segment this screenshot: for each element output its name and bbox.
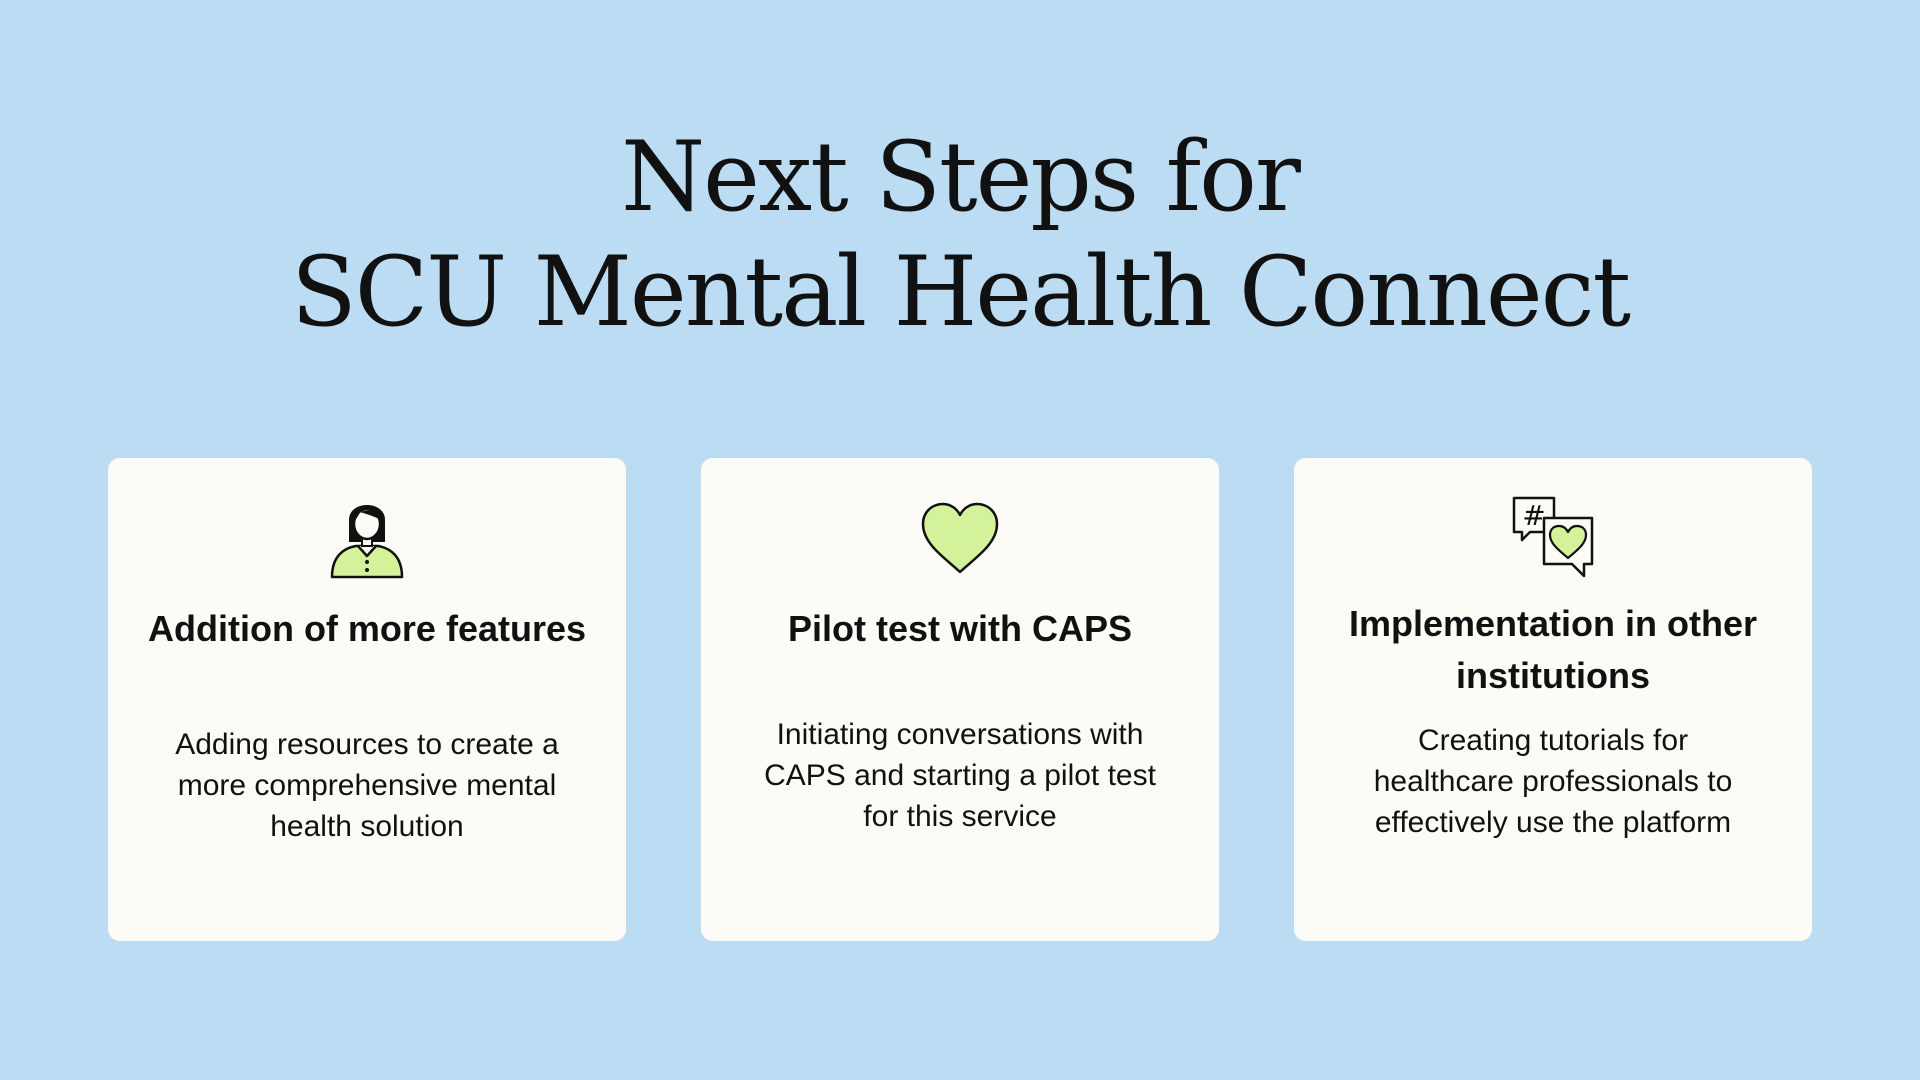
card-heading: Pilot test with CAPS — [787, 608, 1133, 649]
svg-text:#: # — [1522, 499, 1545, 532]
page-title: Next Steps for SCU Mental Health Connect — [0, 120, 1920, 350]
card-description: Creating tutorials for healthcare profes… — [1373, 724, 1733, 839]
card-heading: Addition of more features — [147, 608, 587, 649]
heart-icon — [915, 492, 1005, 582]
card-pilot-test: Pilot test with CAPS Initiating conversa… — [701, 458, 1219, 941]
person-icon — [322, 492, 412, 582]
title-line-1: Next Steps for — [621, 121, 1301, 233]
card-other-institutions: # Implementation in other institutions C… — [1294, 458, 1812, 941]
card-heading: Implementation in other institutions — [1348, 603, 1758, 696]
chat-bubbles-icon: # — [1508, 492, 1598, 582]
card-more-features: Addition of more features Adding resourc… — [108, 458, 626, 941]
card-description: Initiating conversations with CAPS and s… — [764, 718, 1156, 833]
card-description: Adding resources to create a more compre… — [175, 728, 559, 843]
title-line-2: SCU Mental Health Connect — [290, 236, 1631, 348]
